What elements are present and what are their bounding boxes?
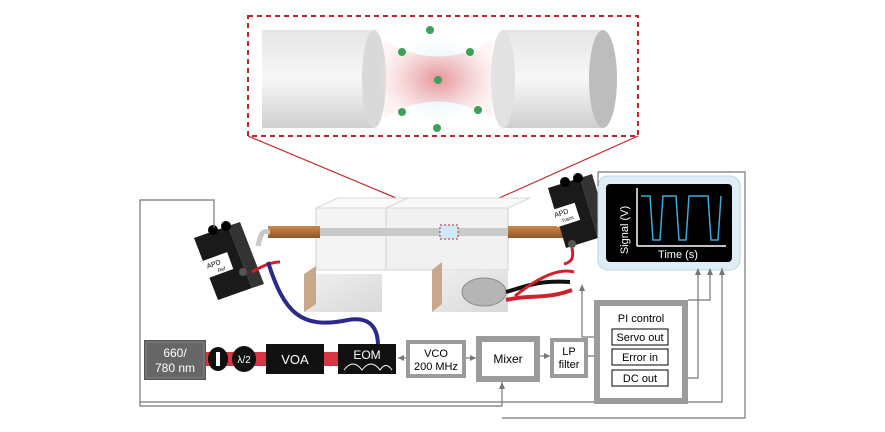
wire-right-loop xyxy=(140,268,723,403)
waveplates: λ/2 xyxy=(208,346,256,372)
vco-block: VCO 200 MHz xyxy=(406,340,466,378)
left-mirror xyxy=(262,30,374,128)
right-mirror-end xyxy=(589,30,617,128)
waveplate-1-marker xyxy=(216,352,220,366)
piezo-cable-black xyxy=(505,279,571,294)
cavity-gap xyxy=(439,224,459,240)
halfwave-label: λ/2 xyxy=(237,355,251,366)
wire-apd-trans-to-scope xyxy=(502,171,746,419)
arrow-piezo xyxy=(579,284,585,291)
laser-source: 660/ 780 nm xyxy=(144,340,206,380)
lp-filter-block: LP filter xyxy=(550,338,588,378)
atom xyxy=(466,48,474,56)
apd-ref-port xyxy=(239,268,247,276)
piezo-element xyxy=(461,277,507,307)
apd-trans-knob xyxy=(560,177,570,187)
lp-label-line1: LP xyxy=(562,346,575,358)
cavity-fiber-rod xyxy=(305,228,515,236)
right-mirror-face xyxy=(491,30,515,128)
scope-xlabel: Time (s) xyxy=(658,249,698,261)
atom xyxy=(433,124,441,132)
pi-port-dc-out-label: DC out xyxy=(623,373,657,385)
apd-trans-label-box xyxy=(551,202,581,228)
laser-box-inner xyxy=(145,341,205,379)
arrow-mixer xyxy=(470,355,476,361)
eom-block: EOM xyxy=(338,344,396,374)
fiber-to-cavity xyxy=(255,229,271,247)
apd-ref-signal-cable xyxy=(251,260,281,274)
mixer-label: Mixer xyxy=(493,352,522,366)
eom-box xyxy=(338,344,396,374)
vco-label-line1: VCO xyxy=(424,348,448,360)
cavity-inset xyxy=(247,15,639,137)
support-left xyxy=(304,274,382,312)
atom xyxy=(398,108,406,116)
apd-trans-label: APD xyxy=(554,208,570,219)
right-mirror xyxy=(503,30,603,128)
atom xyxy=(434,76,442,84)
cavity-assembly xyxy=(268,197,575,312)
mixer-box-inner xyxy=(482,342,534,376)
apd-trans-sublabel: Trans xyxy=(561,215,575,225)
pi-port-error-in xyxy=(611,348,669,366)
apd-ref-knob xyxy=(221,221,231,231)
laser-label-line2: 780 nm xyxy=(155,361,195,375)
atom xyxy=(398,48,406,56)
glass-block-left xyxy=(315,207,387,271)
scope-ylabel: Signal (V) xyxy=(619,206,631,254)
voa-label: VOA xyxy=(281,352,309,367)
left-ferrule xyxy=(268,226,320,238)
piezo-cable-red-2 xyxy=(514,269,575,298)
apd-ref-detector: APD Ref xyxy=(194,221,264,300)
oscilloscope: Signal (V) Time (s) xyxy=(597,175,741,271)
pi-port-servo-out-label: Servo out xyxy=(616,332,663,344)
eom-waveform-icon xyxy=(343,363,393,371)
pi-port-dc-out xyxy=(611,369,669,387)
lp-box-inner xyxy=(554,342,584,374)
apd-trans-detector: APD Trans xyxy=(548,173,610,248)
voa-block: VOA xyxy=(266,344,324,374)
apd-trans-knob xyxy=(573,173,583,183)
wiring xyxy=(139,171,746,419)
apd-ref-sublabel: Ref xyxy=(217,266,227,275)
mixer-block: Mixer xyxy=(476,336,540,382)
arrow-eom xyxy=(398,355,404,361)
laser-label-line1: 660/ xyxy=(163,346,187,360)
pi-port-error-in-label: Error in xyxy=(622,352,658,364)
apd-ref-knob xyxy=(208,225,218,235)
eom-label: EOM xyxy=(353,348,380,362)
right-ferrule xyxy=(508,226,564,238)
waveplate-halfwave xyxy=(232,346,256,372)
wire-pi-scope xyxy=(688,270,711,301)
arrow-scope-1 xyxy=(695,268,701,275)
blue-fiber xyxy=(266,261,380,347)
support-right-side xyxy=(432,262,442,312)
vco-label-line2: 200 MHz xyxy=(414,361,458,373)
arrow-mixer-bottom xyxy=(499,382,505,389)
pi-port-servo-out xyxy=(611,328,669,346)
arrow-lp xyxy=(544,353,550,359)
left-mirror-face xyxy=(362,30,386,128)
lp-label-line2: filter xyxy=(559,359,580,371)
atom xyxy=(426,26,434,34)
apd-trans-port xyxy=(568,240,576,248)
vco-box-inner xyxy=(410,344,462,374)
arrow-scope-3 xyxy=(719,268,725,275)
pi-control-block: PI control Servo out Error in DC out xyxy=(594,300,688,404)
glass-block-right-top xyxy=(385,197,531,209)
arrow-scope-2 xyxy=(707,268,713,275)
atom xyxy=(474,106,482,114)
arrowheads xyxy=(398,268,725,389)
apd-ref-label: APD xyxy=(206,259,222,271)
scope-trace xyxy=(641,195,722,241)
apd-trans-signal-cable xyxy=(563,247,575,266)
support-left-side xyxy=(304,266,316,312)
apd-ref-label-box xyxy=(202,252,234,278)
piezo-cable-red xyxy=(505,288,573,302)
voa-box xyxy=(266,344,324,374)
atoms xyxy=(398,26,482,132)
pi-title: PI control xyxy=(618,313,664,325)
